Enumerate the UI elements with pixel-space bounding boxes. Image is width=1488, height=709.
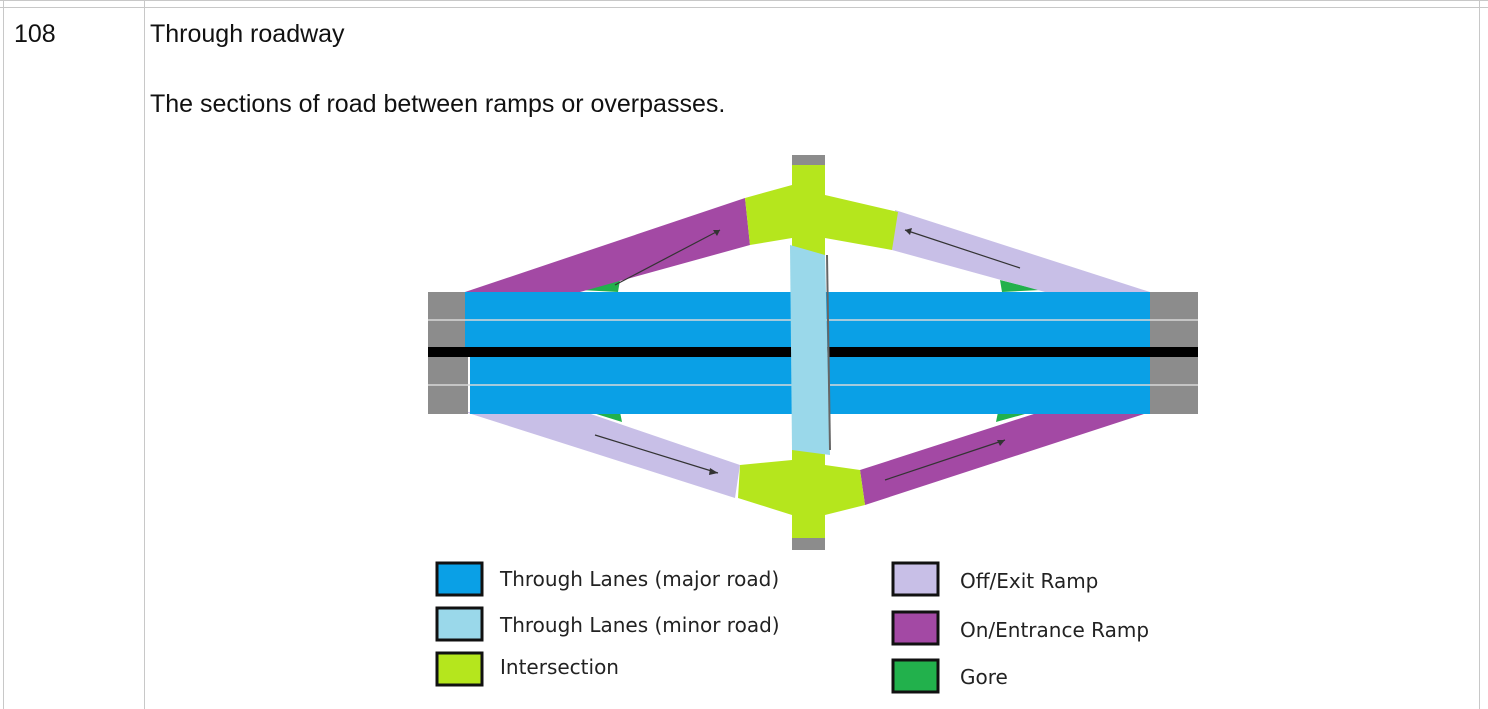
legend: Through Lanes (major road) Through Lanes… [435, 561, 1149, 694]
direction-arrow [594, 434, 719, 474]
arrowhead [905, 228, 912, 235]
direction-arrow [614, 229, 721, 286]
direction-arrow [904, 229, 1021, 269]
table-left-border [3, 0, 4, 709]
direction-arrow [884, 439, 1006, 481]
legend-swatch-off-ramp [891, 561, 940, 597]
arrowhead [709, 468, 718, 475]
off-ramp-upper-right [892, 210, 1150, 292]
intersection-south [738, 445, 865, 542]
legend-label: On/Entrance Ramp [960, 618, 1149, 642]
table-top-border [0, 0, 1488, 8]
legend-label: Through Lanes (minor road) [499, 613, 780, 637]
on-ramp-lower-right [860, 412, 1150, 505]
legend-label: Intersection [500, 655, 619, 679]
legend-label: Through Lanes (major road) [499, 567, 779, 591]
term-description: The sections of road between ramps or ov… [150, 90, 726, 118]
gore-area [996, 412, 1032, 422]
pavement-south-stub [792, 538, 825, 550]
on-ramp-upper-left [465, 198, 750, 292]
interchange-diagram: Through Lanes (major road) Through Lanes… [428, 155, 1198, 694]
legend-swatch-minor [435, 606, 484, 642]
off-ramp-lower-left [465, 412, 740, 498]
table-right-border [1479, 0, 1480, 709]
minor-road-edge [826, 254, 831, 451]
legend-swatch-major [435, 561, 484, 597]
legend-swatch-on-ramp [891, 610, 940, 646]
through-lanes-minor [790, 245, 830, 455]
arrowhead [997, 440, 1005, 446]
legend-label: Off/Exit Ramp [960, 569, 1098, 593]
legend-swatch-intersection [435, 651, 484, 687]
term-title: Through roadway [150, 20, 345, 48]
legend-label: Gore [960, 665, 1008, 689]
intersection-north [745, 155, 898, 255]
row-id: 108 [14, 20, 56, 48]
gore-area [1000, 280, 1040, 292]
gore-area [590, 412, 622, 422]
pavement-north-stub [792, 155, 825, 165]
arrowhead [713, 230, 720, 236]
table-column-divider [144, 0, 145, 709]
legend-swatch-gore [891, 658, 940, 694]
